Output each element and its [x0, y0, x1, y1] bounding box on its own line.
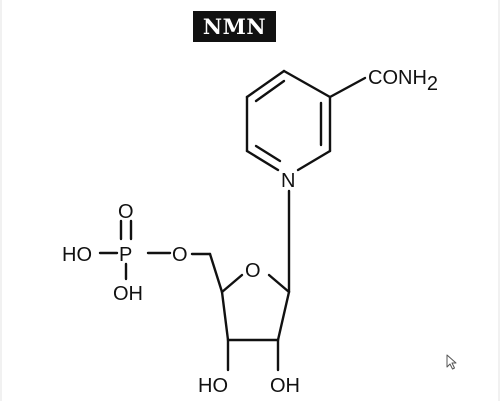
ribose-bond: [267, 273, 291, 294]
phosphate-oh-label: OH: [113, 283, 143, 305]
pyridinium-n-label: N: [281, 170, 295, 192]
carboxamide-bond: [328, 76, 367, 99]
ribose-bond: [220, 273, 244, 294]
ester-oxygen-label: O: [172, 244, 188, 266]
right-edge-shade: [498, 0, 500, 401]
phosphoryl-oxygen-label: O: [118, 201, 134, 223]
sugar-oh-label: OH: [270, 375, 300, 397]
left-edge-shade: [0, 0, 2, 401]
ring-bond: [245, 69, 286, 99]
ring-double-bond: [254, 144, 282, 163]
mouse-cursor-icon: [446, 354, 457, 370]
ring-bond: [282, 69, 332, 99]
ribose-bond: [220, 290, 230, 342]
ring-double-bond: [254, 79, 286, 103]
ribose-ring: [220, 273, 291, 342]
phosphorus-label: P: [119, 244, 132, 266]
ring-oxygen-label: O: [245, 260, 261, 282]
sugar-ho-label: HO: [198, 375, 228, 397]
title-badge: NMN: [193, 11, 276, 42]
phosphate-ho-label: HO: [62, 244, 92, 266]
ring-bond: [296, 149, 332, 172]
c4-c5-bond: [208, 252, 224, 294]
carboxamide-label: CONH2: [368, 67, 438, 95]
ribose-bond: [276, 290, 291, 342]
pyridine-ring: [245, 69, 332, 172]
ring-bond: [245, 149, 280, 172]
